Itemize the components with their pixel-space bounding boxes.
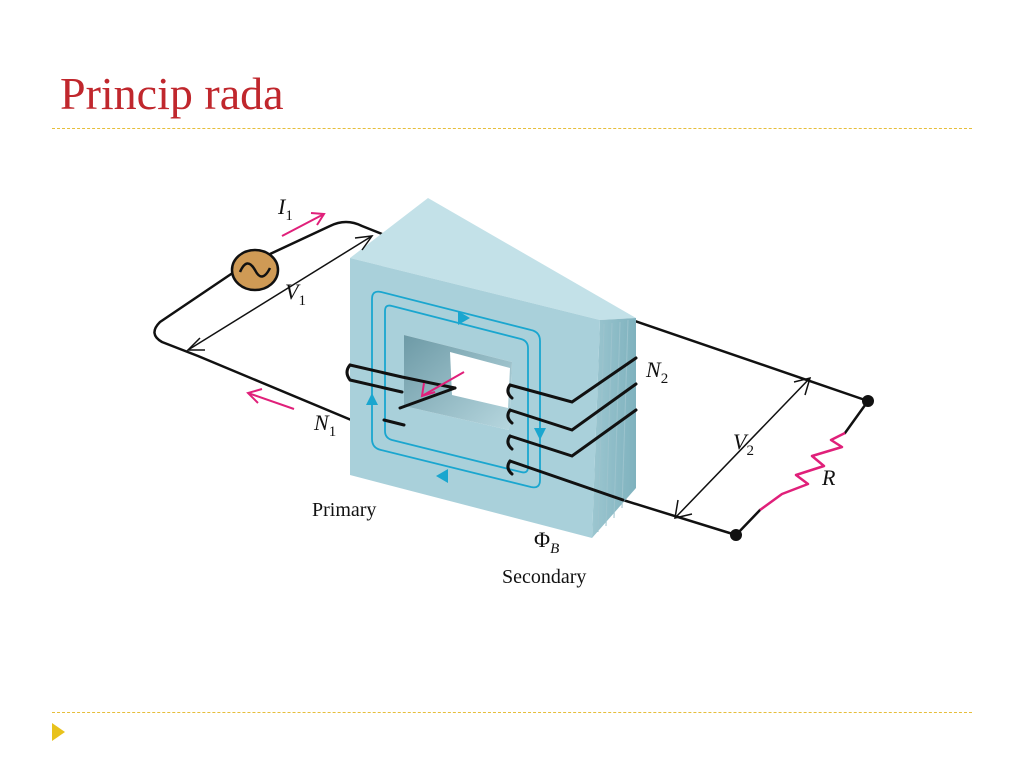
terminal-dot-bottom bbox=[730, 529, 742, 541]
footer-divider bbox=[52, 712, 972, 713]
flux-arrows bbox=[366, 311, 546, 483]
core-window-opening bbox=[450, 352, 510, 408]
title-divider bbox=[52, 128, 972, 129]
ac-source-icon bbox=[230, 248, 280, 292]
secondary-circuit-wire bbox=[621, 319, 870, 537]
primary-winding bbox=[345, 363, 457, 427]
primary-voltage-arrow bbox=[186, 235, 374, 351]
current-arrows bbox=[246, 212, 465, 410]
flux-label: ΦB bbox=[534, 527, 559, 557]
bullet-triangle-icon bbox=[52, 723, 65, 741]
primary-circuit-wire bbox=[153, 220, 384, 434]
secondary-caption: Secondary bbox=[502, 566, 586, 588]
core-front-face bbox=[350, 258, 600, 538]
slide-title: Princip rada bbox=[60, 68, 284, 119]
resistor-label: R bbox=[821, 465, 836, 490]
current-label: I1 bbox=[277, 194, 293, 224]
terminal-dot-top bbox=[862, 395, 874, 407]
primary-caption: Primary bbox=[312, 499, 376, 521]
secondary-voltage-label: V2 bbox=[733, 429, 754, 459]
secondary-voltage-arrow bbox=[674, 376, 812, 519]
primary-turns-label: N1 bbox=[313, 410, 336, 440]
secondary-turns-label: N2 bbox=[645, 357, 668, 387]
core-top-face bbox=[350, 198, 636, 320]
resistor-icon bbox=[759, 431, 846, 512]
lamination-lines bbox=[597, 319, 629, 533]
secondary-winding bbox=[506, 356, 638, 502]
primary-voltage-label: V1 bbox=[285, 279, 306, 309]
